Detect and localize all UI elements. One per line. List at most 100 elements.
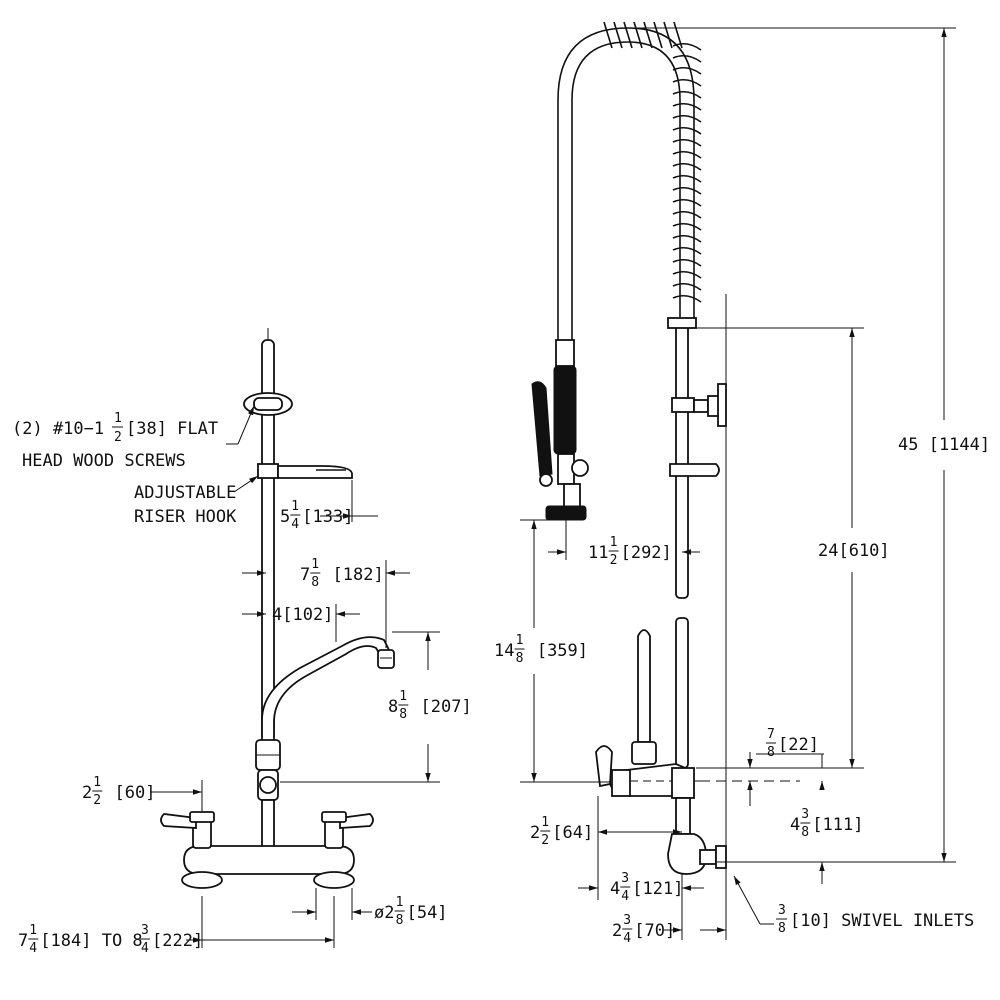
dim-value: [64]	[552, 823, 593, 843]
dim-7-8-label: 78[22]	[766, 727, 819, 760]
dim-frac-den: 8	[311, 575, 319, 590]
right-lever-handle	[321, 811, 374, 849]
swivel-frac-num: 3	[778, 903, 786, 918]
spring-coil	[672, 114, 702, 123]
spring-coil	[672, 198, 702, 207]
dim-frac-den: 8	[801, 825, 809, 840]
dim-value: [70]	[634, 921, 675, 941]
dim-value: [292]	[621, 543, 672, 563]
swivel-label: [10] SWIVEL INLETS	[790, 911, 974, 931]
dim-whole: 14	[494, 641, 514, 661]
dim-frac-num: 1	[396, 895, 404, 910]
riser-wall-bracket	[671, 383, 727, 427]
hook-label-line1: ADJUSTABLE	[134, 483, 236, 503]
dim-value: [184] TO 8	[40, 931, 142, 951]
left-faucet-view	[160, 328, 395, 889]
dim-frac-num: 1	[610, 535, 618, 550]
dim-whole: 2	[82, 783, 92, 803]
dim-frac-den: 2	[541, 833, 549, 848]
spring-coil	[672, 54, 702, 63]
spring-coil	[643, 21, 653, 49]
spring-coil	[672, 270, 702, 279]
right-dimension-lines	[520, 27, 956, 940]
screws-label-line2: HEAD WOOD SCREWS	[22, 451, 186, 471]
hook-label-line2: RISER HOOK	[134, 507, 237, 527]
spring-coil	[663, 21, 673, 49]
spring-coil	[603, 21, 613, 49]
dim-value: [121]	[632, 879, 683, 899]
dim-7-1-8-label: 718 [182]	[300, 557, 384, 590]
dim-frac-num: 7	[767, 727, 775, 742]
spring-coil	[672, 174, 702, 183]
spring-coil	[672, 246, 702, 255]
dim-value: 45 [1144]	[898, 435, 990, 455]
prerinse-base	[667, 767, 727, 875]
dim-frac-den: 4	[29, 941, 37, 956]
dim-whole: 7	[300, 565, 310, 585]
dim-value: [22]	[778, 735, 819, 755]
spring-coil	[672, 138, 702, 147]
spring-coil	[672, 162, 702, 171]
spring-coil	[672, 102, 702, 111]
spring-coil	[672, 294, 702, 303]
dim-value: [207]	[410, 697, 471, 717]
left-dimension-lines	[150, 405, 440, 948]
dim-frac-num: 3	[801, 807, 809, 822]
dim-frac-num: 3	[141, 923, 149, 938]
dim-whole: 2	[612, 921, 622, 941]
prerinse-riser	[675, 321, 689, 599]
spring-coil	[623, 21, 633, 49]
spray-valve	[531, 339, 589, 521]
spring-coil	[672, 210, 702, 219]
screws-frac-num: 1	[114, 411, 122, 426]
spring-coil	[672, 150, 702, 159]
dim-whole: ø2	[374, 903, 394, 923]
dim-whole: 11	[588, 543, 608, 563]
dim-2-3-4-label: 234[70]	[612, 913, 675, 946]
spring-coil	[613, 21, 623, 49]
dim-value: 24[610]	[818, 541, 890, 561]
dim-value: [60]	[104, 783, 155, 803]
add-on-faucet	[595, 629, 700, 797]
left-lever-handle	[160, 811, 215, 849]
spring-coil	[672, 126, 702, 135]
spring-coil	[672, 66, 702, 75]
screws-label-line1: (2) #10−1	[12, 419, 104, 439]
dim-frac-den: 4	[621, 889, 629, 904]
dim-frac-den: 4	[141, 941, 149, 956]
spring-coil	[672, 78, 702, 87]
dim-8-1-8-label: 818 [207]	[388, 689, 472, 722]
dimension-labels: 514[133]718 [182]4[102]818 [207]212 [60]…	[18, 435, 990, 956]
dim-4-3-4-label: 434[121]	[610, 871, 683, 904]
dim-frac-num: 1	[93, 775, 101, 790]
dim-4-label: 4[102]	[272, 605, 333, 625]
dim-frac-num: 1	[399, 689, 407, 704]
overhead-spring	[603, 21, 702, 303]
riser-hook	[257, 463, 353, 479]
dim-5-1-4-label: 514[133]	[280, 499, 353, 532]
spring-coil	[653, 21, 663, 49]
spring-coil	[672, 42, 702, 51]
dim-2-1-2-64-label: 212[64]	[530, 815, 593, 848]
right-prerinse-view	[531, 21, 800, 940]
dim-whole: 2	[530, 823, 540, 843]
dim-frac-den: 2	[93, 793, 101, 808]
spring-coil	[672, 90, 702, 99]
dim-frac-num: 1	[541, 815, 549, 830]
dim-frac-num: 1	[291, 499, 299, 514]
dim-value: 4[102]	[272, 605, 333, 625]
dim-frac-den: 2	[610, 553, 618, 568]
dim-value: [222]	[152, 931, 203, 951]
dim-7-1-4-label: 714[184] TO 8	[18, 923, 143, 956]
dim-whole: 4	[610, 879, 620, 899]
dim-24-label: 24[610]	[818, 541, 890, 561]
flex-hose	[557, 27, 695, 340]
prerinse-riser-hook	[669, 463, 720, 477]
dim-whole: 4	[790, 815, 800, 835]
dim-frac-num: 1	[516, 633, 524, 648]
dim-frac-num: 1	[29, 923, 37, 938]
